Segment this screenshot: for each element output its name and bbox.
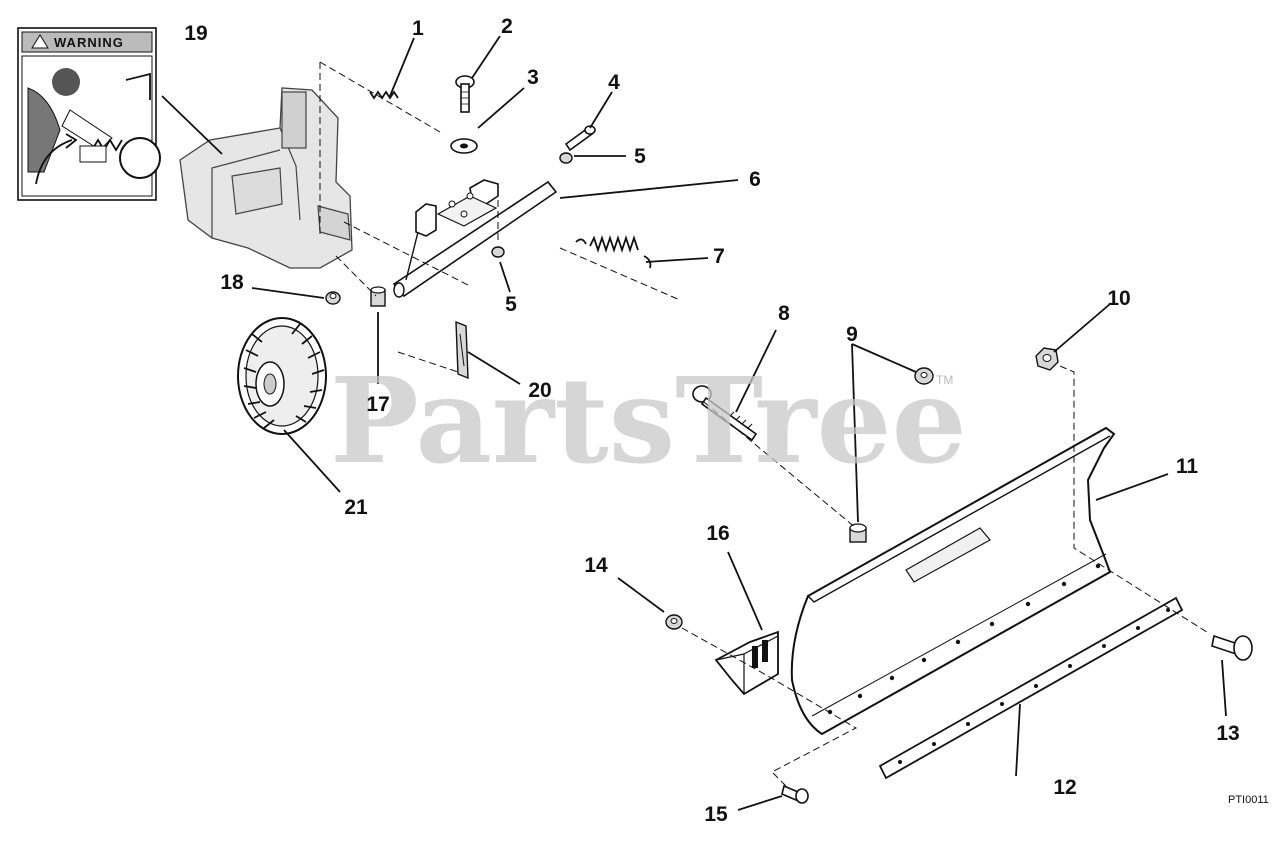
tire-wheel — [237, 317, 327, 435]
part-5-nut-upper — [559, 152, 573, 164]
part-8-long-bolt — [692, 385, 758, 442]
watermark: PartsTree TM — [330, 351, 967, 490]
part-2-bolt — [455, 75, 475, 113]
watermark-text: PartsTree — [330, 351, 967, 490]
part-15-bolt — [781, 784, 809, 804]
warning-triangle-icon — [31, 34, 49, 49]
part-9-bushing-lower — [849, 523, 867, 543]
callout-20: 20 — [528, 379, 551, 402]
tractor-body-outline — [179, 87, 353, 269]
callout-6: 6 — [749, 168, 761, 191]
callout-13: 13 — [1216, 722, 1239, 745]
part-5-nut-lower — [491, 246, 505, 258]
part-10-nut — [1035, 347, 1059, 371]
operator-head-icon — [52, 68, 80, 96]
leader-lines — [161, 35, 1227, 811]
callout-2: 2 — [501, 15, 513, 38]
callout-19: 19 — [184, 22, 207, 45]
hitch-bracket — [415, 179, 499, 237]
callout-16: 16 — [706, 522, 729, 545]
callout-14: 14 — [584, 554, 608, 577]
callout-9: 9 — [846, 323, 858, 346]
part-7-spring — [575, 235, 652, 269]
callout-5-lower: 5 — [505, 293, 517, 316]
callout-3: 3 — [527, 66, 539, 89]
drawing-code: PTI0011 — [1228, 794, 1269, 806]
part-13-carriage-bolt — [1211, 634, 1253, 661]
callout-10: 10 — [1107, 287, 1130, 310]
callout-8: 8 — [778, 302, 790, 325]
callout-5-upper: 5 — [634, 145, 646, 168]
callout-12: 12 — [1053, 776, 1076, 799]
callout-15: 15 — [704, 803, 728, 826]
callout-11: 11 — [1176, 455, 1199, 478]
watermark-trademark: TM — [936, 373, 953, 387]
callout-21: 21 — [344, 496, 368, 519]
part-14-nut — [665, 614, 683, 630]
part-3-washer — [450, 138, 478, 154]
callout-7: 7 — [713, 245, 725, 268]
part-16-skid-shoe — [714, 630, 779, 696]
callout-18: 18 — [220, 271, 244, 294]
callout-17: 17 — [366, 393, 389, 416]
part-18-nut — [325, 291, 341, 305]
part-17-spacer — [370, 286, 386, 307]
part-20-pin — [455, 320, 469, 380]
callout-numbers: 1 2 3 4 5 5 6 7 8 9 10 11 12 13 14 15 16… — [184, 15, 1239, 826]
part-1-spring — [369, 90, 399, 100]
part-12-wear-strip — [878, 596, 1184, 780]
assembly-lines — [319, 61, 1211, 787]
part-9-nut-upper — [914, 367, 934, 385]
warning-decal: WARNING — [17, 27, 161, 201]
part-11-blade — [790, 426, 1116, 736]
machine-wheel-icon — [119, 137, 161, 179]
callout-1: 1 — [412, 17, 424, 40]
warning-decal-text: WARNING — [54, 35, 124, 50]
callout-4: 4 — [608, 71, 620, 94]
blade-bolt-holes — [827, 563, 1101, 715]
part-4-screw — [564, 125, 596, 152]
